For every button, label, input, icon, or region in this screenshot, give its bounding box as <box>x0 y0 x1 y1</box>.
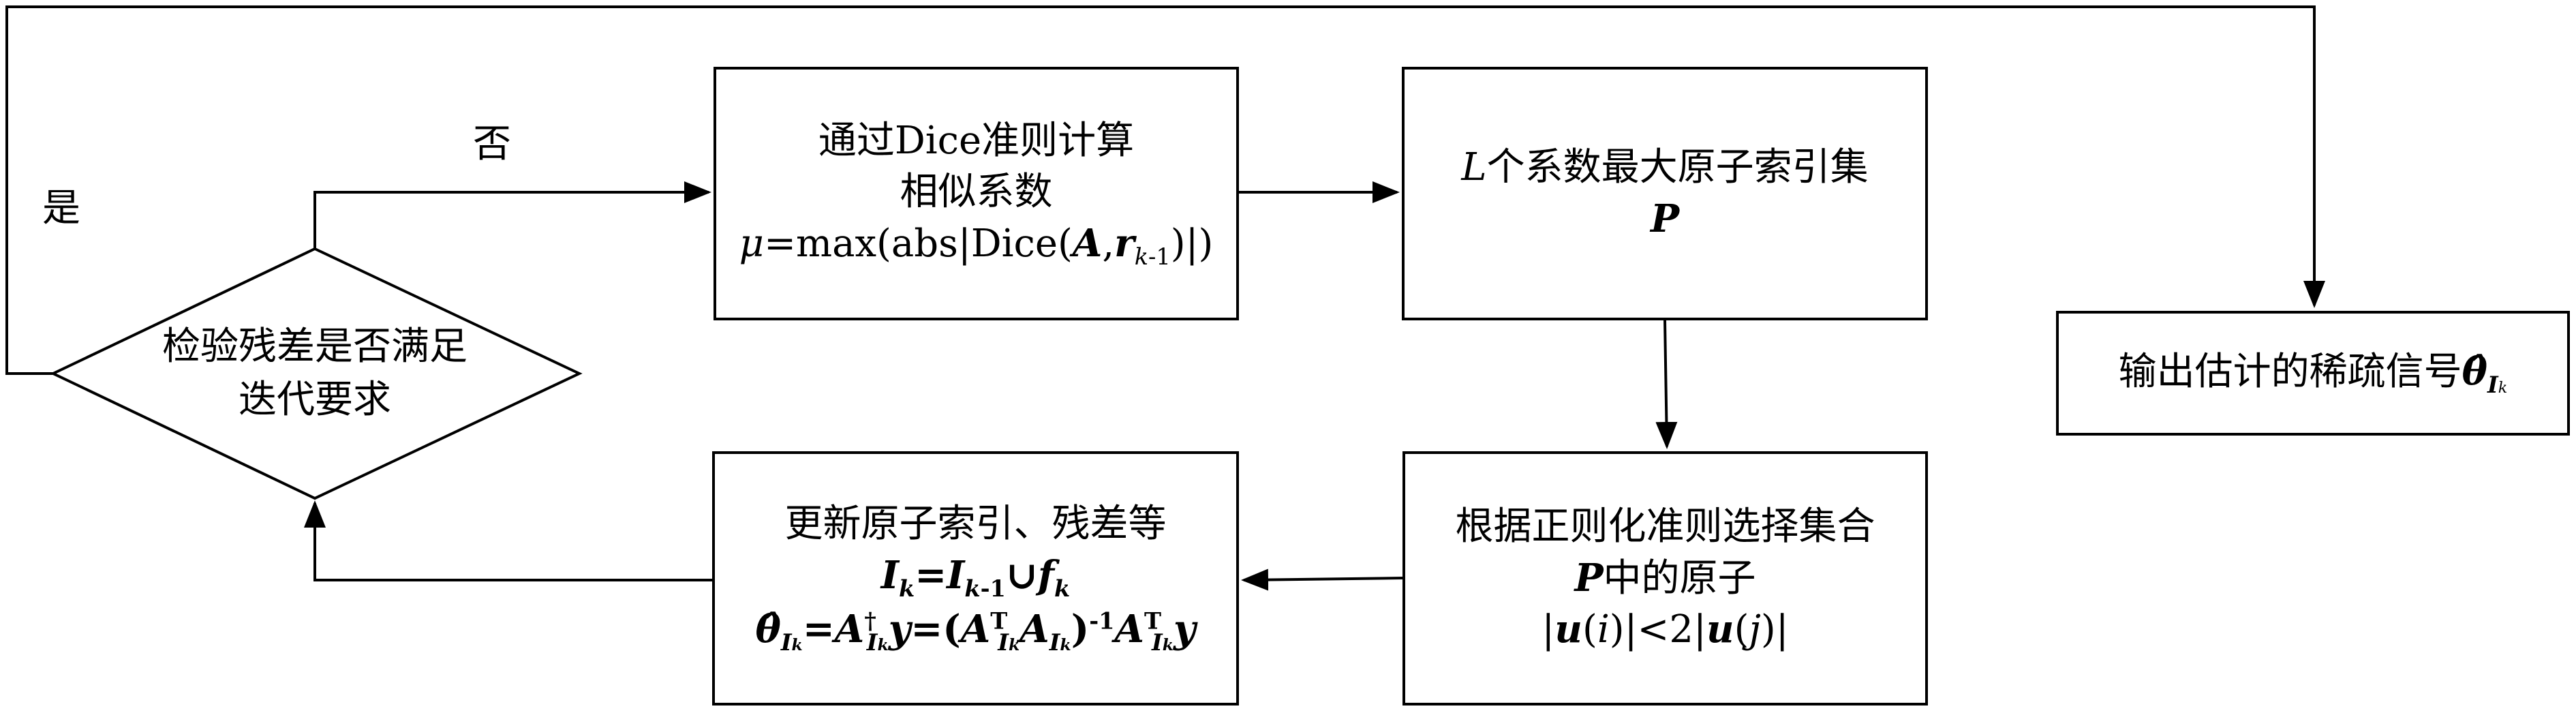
box-update-line1: 更新原子索引、残差等 <box>784 502 1167 547</box>
output-text: 输出估计的稀疏信号θ̂Ik <box>2118 348 2508 398</box>
arrow-yes <box>5 5 2325 375</box>
box-update-residual: 更新原子索引、残差等 Ik=Ik-1∪fk θ̂Ik=A†Iky=(ATIkAI… <box>712 451 1239 706</box>
box-p-line1: L个系数最大原子索引集 <box>1461 145 1869 190</box>
update-formula2: θ̂Ik=A†Iky=(ATIkAIk)-1ATIky <box>755 607 1196 656</box>
diamond-line2: 迭代要求 <box>239 378 391 422</box>
arrow-p-to-regularize <box>1655 320 1678 449</box>
diamond-label: 检验残差是否满足 迭代要求 <box>102 312 527 435</box>
update-formula1: Ik=Ik-1∪fk <box>880 552 1071 602</box>
arrow-no <box>313 181 711 249</box>
box-atom-index-set: L个系数最大原子索引集 P <box>1402 67 1928 320</box>
label-yes: 是 <box>42 186 80 230</box>
arrow-regularize-to-update <box>1241 568 1403 591</box>
diamond-line1: 检验残差是否满足 <box>162 324 467 369</box>
box-dice-line2: 相似系数 <box>900 170 1053 215</box>
arrow-update-to-diamond <box>304 500 712 581</box>
label-no: 否 <box>473 122 511 166</box>
box-dice-similarity: 通过Dice准则计算 相似系数 μ=max(abs|Dice(A,rk-1)|) <box>714 67 1239 320</box>
regularize-formula: |u(i)|<2|u(j)| <box>1542 607 1789 652</box>
box-output-signal: 输出估计的稀疏信号θ̂Ik <box>2056 311 2570 436</box>
box-regularize-line1: 根据正则化准则选择集合 <box>1455 504 1875 549</box>
box-regularize-select: 根据正则化准则选择集合 P中的原子 |u(i)|<2|u(j)| <box>1402 451 1928 706</box>
dice-formula: μ=max(abs|Dice(A,rk-1)|) <box>739 220 1214 271</box>
box-dice-line1: 通过Dice准则计算 <box>818 118 1135 163</box>
box-p-line2: P <box>1650 196 1680 241</box>
decision-diamond <box>50 247 583 500</box>
box-regularize-line2: P中的原子 <box>1574 555 1756 601</box>
